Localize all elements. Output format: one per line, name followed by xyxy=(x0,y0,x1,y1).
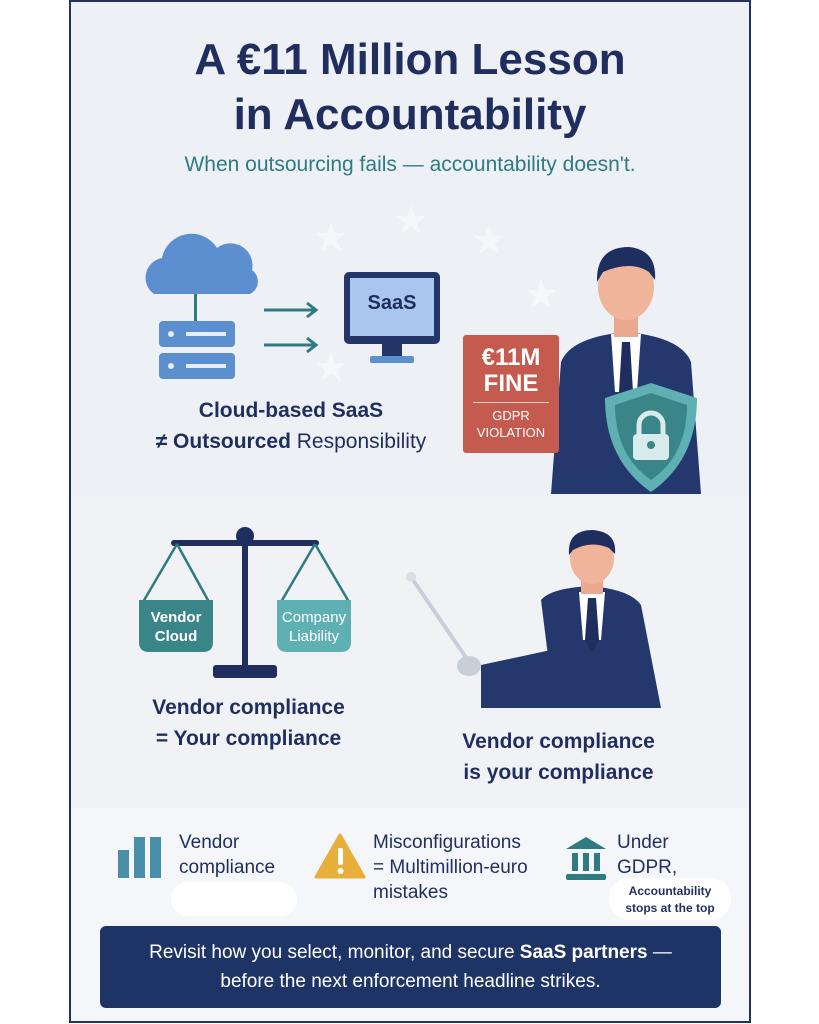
blank-label xyxy=(171,882,297,916)
arrow-icons xyxy=(264,301,319,354)
call-to-action-banner: Revisit how you select, monitor, and sec… xyxy=(100,926,721,1008)
point-misconfig-line1: Misconfigurations xyxy=(373,832,521,853)
point-vendor-line2: compliance xyxy=(179,857,276,878)
presenter-caption: Vendor compliance is your compliance xyxy=(411,726,706,788)
presenter-caption-line1: Vendor compliance xyxy=(462,730,655,753)
point-vendor: Vendor compliance xyxy=(179,830,275,880)
fine-reason-line1: GDPR xyxy=(492,408,530,423)
left-pan-line1: Vendor xyxy=(150,609,202,626)
fine-amount: €11M xyxy=(481,344,541,371)
eu-stars-icon xyxy=(316,205,556,381)
title-line2: in Accountability xyxy=(233,90,587,139)
presenter-caption-line2: is your compliance xyxy=(463,761,654,784)
balance-scale-icon xyxy=(139,527,351,678)
banner-line1: Revisit how you select, monitor, and sec… xyxy=(100,938,721,967)
gdpr-note: Accountability stops at the top xyxy=(609,878,731,920)
right-pan-line2: Liability xyxy=(288,628,340,645)
fine-reason-line2: VIOLATION xyxy=(476,425,546,440)
point-gdpr-line2: GDPR, xyxy=(617,857,678,878)
fine-word: FINE xyxy=(483,370,539,397)
caption-prefix: ≠ xyxy=(155,430,174,453)
bar-chart-icon xyxy=(118,837,161,878)
banner-line1-b: SaaS partners xyxy=(519,942,648,963)
presenter-illustration xyxy=(406,530,661,708)
scale-caption-line1: Vendor compliance xyxy=(152,696,345,719)
banner-line1-a: Revisit how you select, monitor, and sec… xyxy=(149,942,520,963)
infographic: A €11 Million Lesson in Accountability W… xyxy=(69,0,751,1023)
fine-sign: €11M FINE GDPR VIOLATION xyxy=(463,335,559,453)
banner-line1-c: — xyxy=(647,942,672,963)
bank-icon xyxy=(566,837,606,880)
scale-caption: Vendor compliance = Your compliance xyxy=(101,692,396,754)
page-title: A €11 Million Lesson in Accountability xyxy=(71,32,749,142)
point-misconfig-line2: = Multimillion-euro xyxy=(373,857,528,878)
gdpr-note-line2: stops at the top xyxy=(625,901,715,915)
gdpr-note-line1: Accountability xyxy=(628,884,712,898)
cloud-caption-line2: ≠ Outsourced Responsibility xyxy=(111,426,471,457)
point-misconfig-line3: mistakes xyxy=(373,882,448,903)
cloud-caption: Cloud-based SaaS ≠ Outsourced Responsibi… xyxy=(111,395,471,457)
banner-line2: before the next enforcement headline str… xyxy=(220,971,601,992)
point-gdpr-line1: Under xyxy=(617,832,669,853)
left-pan-line2: Cloud xyxy=(154,628,198,645)
scale-caption-line2: = Your compliance xyxy=(155,727,342,750)
caption-rest: Responsibility xyxy=(290,430,427,453)
monitor-icon xyxy=(344,272,440,363)
point-misconfig: Misconfigurations = Multimillion-euro mist… xyxy=(373,830,528,905)
right-pan-line1: Company xyxy=(281,609,347,626)
caption-bold: Outsourced xyxy=(173,430,291,453)
warning-icon xyxy=(314,833,366,879)
shield-lock-icon xyxy=(605,383,697,492)
cloud-caption-line1: Cloud-based SaaS xyxy=(198,399,384,422)
point-vendor-line1: Vendor xyxy=(179,832,240,853)
cloud-server-icon xyxy=(145,233,258,379)
subtitle: When outsourcing fails — accountability … xyxy=(184,153,636,176)
monitor-label: SaaS xyxy=(367,292,417,314)
title-line1: A €11 Million Lesson xyxy=(194,35,626,84)
